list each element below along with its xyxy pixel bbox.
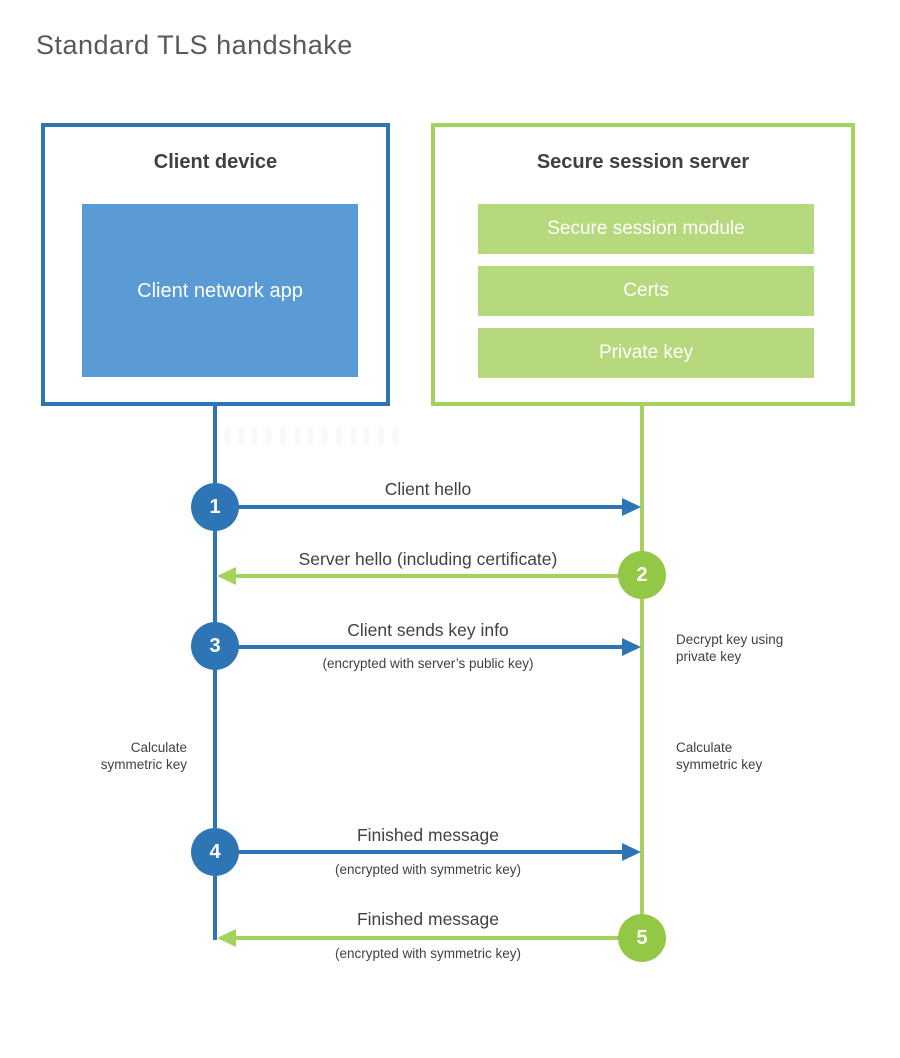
step-4-number: 4: [209, 840, 221, 863]
step-3-arrowhead-icon: [622, 638, 641, 656]
step-1-arrowhead-icon: [622, 498, 641, 516]
decrypt-key-note: Decrypt key using private key: [676, 632, 784, 664]
step-5-arrowhead-icon: [217, 929, 236, 947]
step-1-number: 1: [209, 495, 221, 518]
client-lifeline: [213, 404, 217, 940]
client-network-app-box: Client network app: [82, 204, 358, 377]
client-device-title: Client device: [153, 151, 278, 173]
step-2-arrowhead-icon: [217, 567, 236, 585]
step-4-badge: 4: [191, 828, 239, 876]
server-lifeline: [640, 404, 644, 938]
calculate-symmetric-key-note-server: Calculate symmetric key: [676, 740, 763, 772]
server-module-label: Secure session module: [547, 218, 745, 239]
faint-artifact: [224, 428, 404, 444]
step-5-label: Finished message: [356, 909, 500, 929]
step-3-number: 3: [209, 634, 221, 657]
server-module-private-key: Private key: [478, 328, 814, 378]
step-4-arrow-line: [215, 850, 622, 854]
secure-session-server-title: Secure session server: [536, 151, 750, 173]
step-1-label: Client hello: [384, 479, 472, 499]
step-3-arrow-line: [215, 645, 622, 649]
step-5-arrow-line: [236, 936, 642, 940]
step-2-label: Server hello (including certificate): [298, 549, 558, 569]
step-1-badge: 1: [191, 483, 239, 531]
step-5-sublabel: (encrypted with symmetric key): [334, 946, 522, 961]
step-2-arrow-line: [236, 574, 642, 578]
step-4-arrowhead-icon: [622, 843, 641, 861]
step-3-label: Client sends key info: [347, 620, 509, 640]
client-network-app-label: Client network app: [137, 279, 303, 302]
server-module-label: Private key: [599, 342, 693, 363]
step-5-number: 5: [636, 926, 648, 949]
server-module-label: Certs: [623, 280, 669, 301]
secure-session-server-box: Secure session server Secure session mod…: [431, 123, 855, 406]
step-3-sublabel: (encrypted with server’s public key): [322, 656, 534, 671]
server-module-secure-session: Secure session module: [478, 204, 814, 254]
step-2-badge: 2: [618, 551, 666, 599]
step-4-sublabel: (encrypted with symmetric key): [334, 862, 522, 877]
client-device-box: Client device Client network app: [41, 123, 390, 406]
step-1-arrow-line: [215, 505, 622, 509]
step-2-number: 2: [636, 563, 648, 586]
calculate-symmetric-key-note-client: Calculate symmetric key: [100, 740, 187, 772]
step-5-badge: 5: [618, 914, 666, 962]
step-4-label: Finished message: [356, 825, 500, 845]
page-title: Standard TLS handshake: [36, 30, 353, 60]
server-module-certs: Certs: [478, 266, 814, 316]
step-3-badge: 3: [191, 622, 239, 670]
